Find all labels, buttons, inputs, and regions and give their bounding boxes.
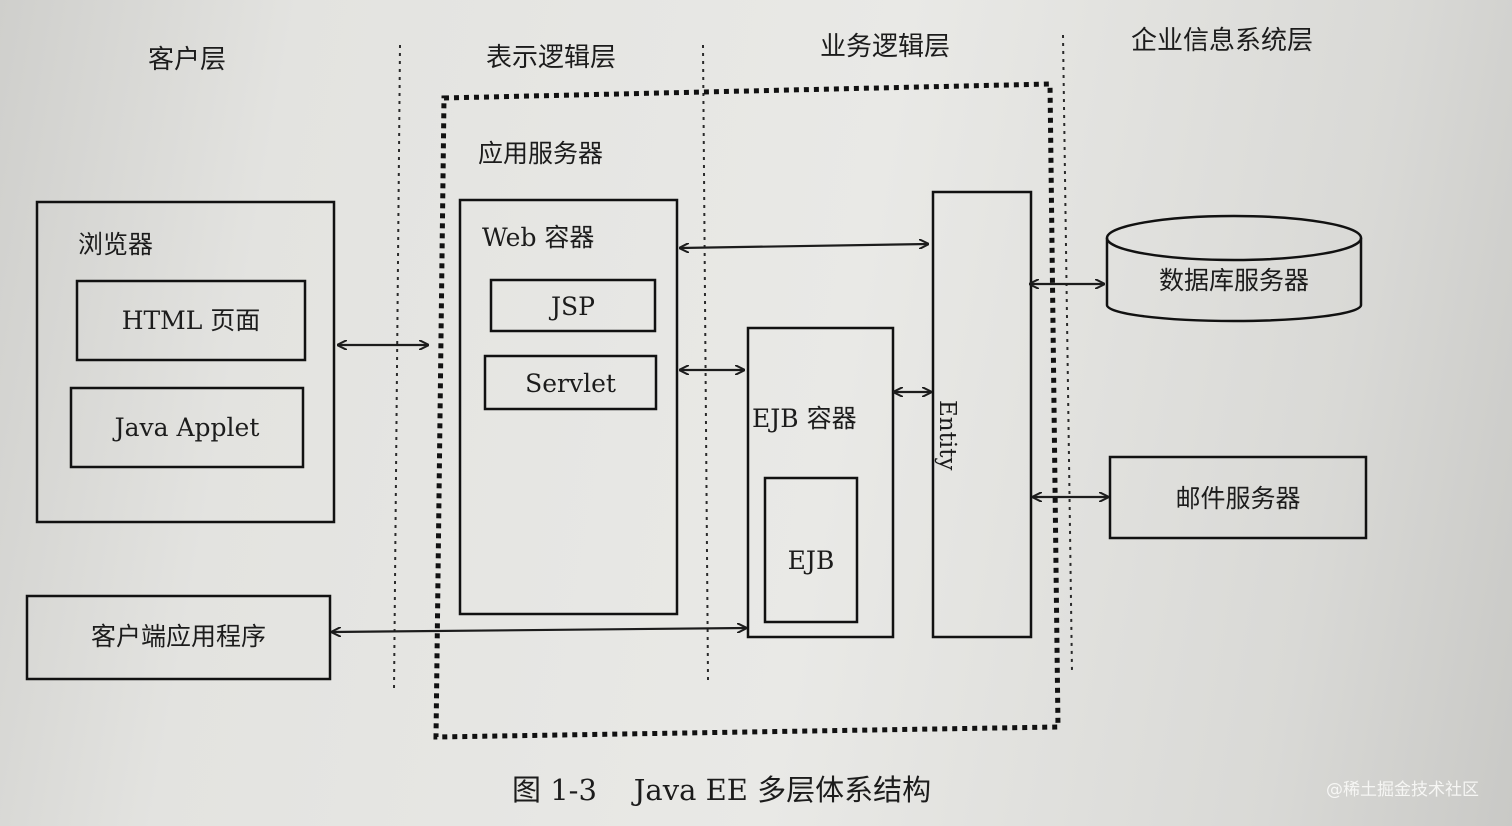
java-applet-label: Java Applet (114, 413, 260, 442)
arrow-web-entity (680, 244, 928, 248)
java-applet-box (69, 386, 305, 469)
servlet-label: Servlet (525, 369, 616, 398)
client-app-label: 客户端应用程序 (90, 622, 266, 651)
figure-caption: 图 1-3 Java EE 多层体系结构 (512, 773, 932, 807)
entity-box (931, 190, 1033, 639)
client-app-box (25, 594, 332, 681)
web-container-box (458, 198, 679, 616)
web-container-title: Web 容器 (482, 223, 595, 252)
html-page-box (75, 279, 307, 362)
browser-box (35, 200, 336, 524)
layer-heading-presentation: 表示逻辑层 (486, 43, 617, 73)
tier-divider-1 (393, 44, 401, 691)
ejb-container-title: EJB 容器 (752, 404, 857, 433)
mail-server-box (1108, 455, 1368, 540)
browser-title: 浏览器 (78, 230, 154, 259)
ejb-container-box (746, 326, 895, 639)
app-server-boundary (433, 81, 1061, 740)
layer-heading-eis: 企业信息系统层 (1131, 26, 1314, 56)
ejb-label: EJB (787, 546, 835, 575)
layer-heading-client: 客户层 (148, 45, 227, 75)
jsp-label: JSP (551, 292, 595, 321)
database-server-cylinder (1105, 214, 1363, 323)
layer-heading-business: 业务逻辑层 (820, 32, 951, 62)
html-page-label: HTML 页面 (121, 306, 261, 335)
mail-server-label: 邮件服务器 (1175, 484, 1301, 513)
watermark-text: @稀土掘金技术社区 (1326, 780, 1479, 800)
tier-divider-2 (702, 44, 709, 681)
tier-divider-3 (1062, 34, 1073, 673)
ejb-box (763, 476, 859, 624)
jsp-box (489, 278, 657, 333)
database-server-label: 数据库服务器 (1158, 266, 1309, 295)
app-server-label: 应用服务器 (478, 139, 604, 168)
entity-label: Entity (934, 400, 960, 471)
arrow-client-ejb (332, 628, 746, 632)
servlet-box (483, 354, 658, 411)
